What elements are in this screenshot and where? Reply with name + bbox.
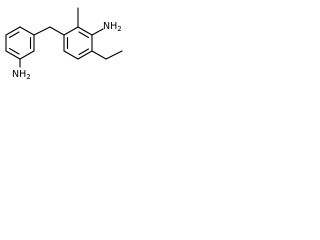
left-aromatic-ring [5,26,35,60]
amine-left-main: NH [12,69,26,80]
double-bond-inner [8,31,20,39]
bond [49,26,65,36]
methylene-bridge [33,26,65,36]
bond-to-amine-right [91,28,104,36]
double-bond-inner [78,31,90,39]
amine-right-subscript: 2 [117,25,121,33]
right-aromatic-ring [63,26,93,60]
bond [5,26,21,36]
bond [77,50,93,60]
bond [91,50,107,60]
amine-left-label: NH2 [12,69,31,81]
molecule-drawing: NH2 NH2 [5,7,123,81]
bond [19,50,35,60]
bond [5,50,21,60]
ethyl-group [91,50,123,60]
bond [63,26,79,36]
amine-right-label: NH2 [103,21,122,33]
amine-left-subscript: 2 [26,73,30,81]
double-bond-inner [78,48,90,56]
bond [77,26,93,36]
bond [19,26,35,36]
bond [63,50,79,60]
amine-right-main: NH [103,21,117,32]
bond [33,26,51,36]
bond [105,50,123,60]
chemical-structure-canvas: NH2 NH2 [0,0,142,91]
double-bond-inner [8,47,20,55]
